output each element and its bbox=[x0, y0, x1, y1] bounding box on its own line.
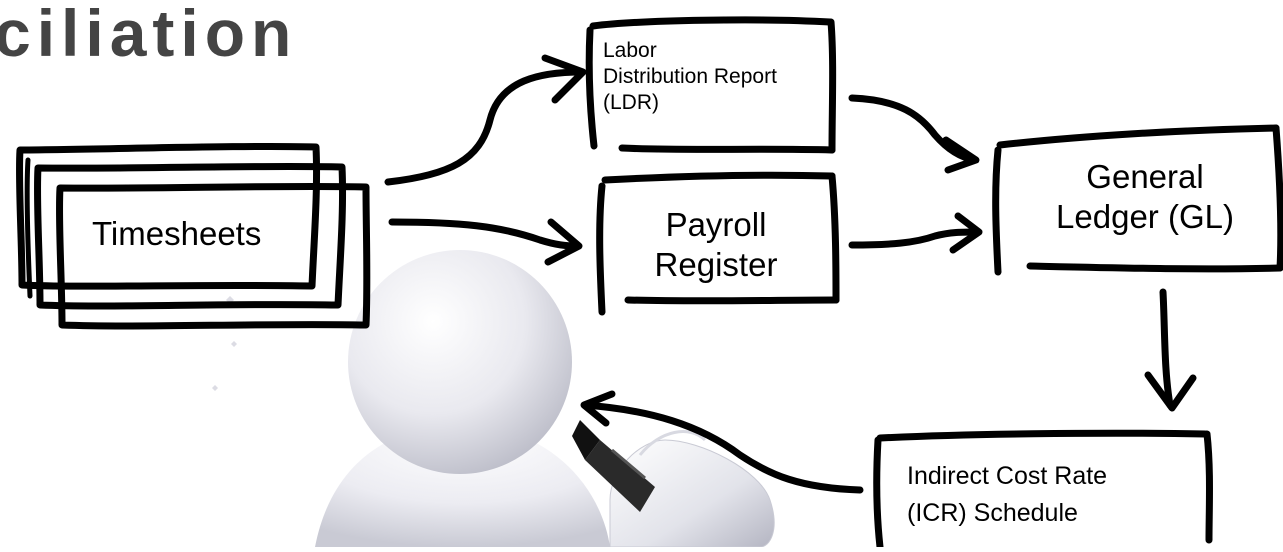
marker-pen-illustration bbox=[572, 420, 775, 548]
arrow-timesheets-to-payroll bbox=[388, 218, 583, 266]
icr-box bbox=[873, 429, 1213, 551]
timesheets-box bbox=[15, 142, 371, 330]
arrow-icr-to-presenter bbox=[580, 390, 864, 494]
general-ledger-label: General Ledger (GL) bbox=[1056, 158, 1234, 235]
payroll-box bbox=[596, 171, 840, 316]
presenter-figure-illustration bbox=[212, 250, 610, 547]
icr-schedule-label: Indirect Cost Rate (ICR) Schedule bbox=[907, 462, 1108, 527]
arrow-timesheets-to-ldr bbox=[384, 54, 587, 186]
ldr-box bbox=[585, 16, 837, 154]
gl-box bbox=[992, 124, 1283, 276]
arrow-ldr-to-gl bbox=[848, 94, 980, 174]
arrow-payroll-to-gl bbox=[848, 212, 983, 254]
title-fragment: ciliation bbox=[0, 0, 298, 70]
arrow-gl-to-icr bbox=[1144, 288, 1197, 412]
ldr-label: Labor Distribution Report (LDR) bbox=[603, 39, 777, 114]
timesheets-label: Timesheets bbox=[92, 215, 262, 252]
payroll-register-label: Payroll Register bbox=[654, 206, 778, 283]
